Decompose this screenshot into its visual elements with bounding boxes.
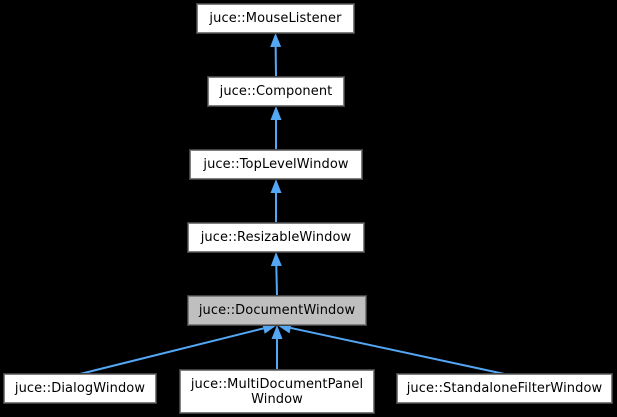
class-node-standalonewin[interactable]: juce::StandaloneFilterWindow <box>396 373 613 404</box>
class-node-documentwindow[interactable]: juce::DocumentWindow <box>187 295 367 326</box>
inheritance-arrow-standalonewin-to-documentwindow <box>277 322 505 375</box>
class-node-mouselistener[interactable]: juce::MouseListener <box>196 3 355 34</box>
class-node-toplevelwindow[interactable]: juce::TopLevelWindow <box>189 149 363 180</box>
class-node-label: juce::ResizableWindow <box>200 230 352 245</box>
inheritance-arrow-toplevelwindow-to-component <box>270 106 282 150</box>
inheritance-arrow-dialogwindow-to-documentwindow <box>79 323 277 375</box>
class-node-dialogwindow[interactable]: juce::DialogWindow <box>3 373 157 404</box>
class-node-label: juce::MultiDocumentPanel Window <box>190 376 364 407</box>
class-node-component[interactable]: juce::Component <box>207 76 345 107</box>
class-node-resizablewindow[interactable]: juce::ResizableWindow <box>187 222 365 253</box>
inheritance-arrow-documentwindow-to-resizablewindow <box>270 252 282 297</box>
class-node-label: juce::StandaloneFilterWindow <box>406 381 603 396</box>
class-node-label: juce::DialogWindow <box>14 381 146 396</box>
class-node-label: juce::DocumentWindow <box>198 303 356 318</box>
inheritance-arrow-component-to-mouselistener <box>270 33 282 78</box>
class-node-label: juce::TopLevelWindow <box>203 157 349 172</box>
inheritance-arrow-resizablewindow-to-toplevelwindow <box>270 179 282 223</box>
class-node-label: juce::Component <box>219 84 333 99</box>
class-node-label: juce::MouseListener <box>209 11 342 26</box>
inheritance-arrow-multidocwindow-to-documentwindow <box>271 325 283 370</box>
class-node-multidocwindow[interactable]: juce::MultiDocumentPanel Window <box>179 369 375 414</box>
